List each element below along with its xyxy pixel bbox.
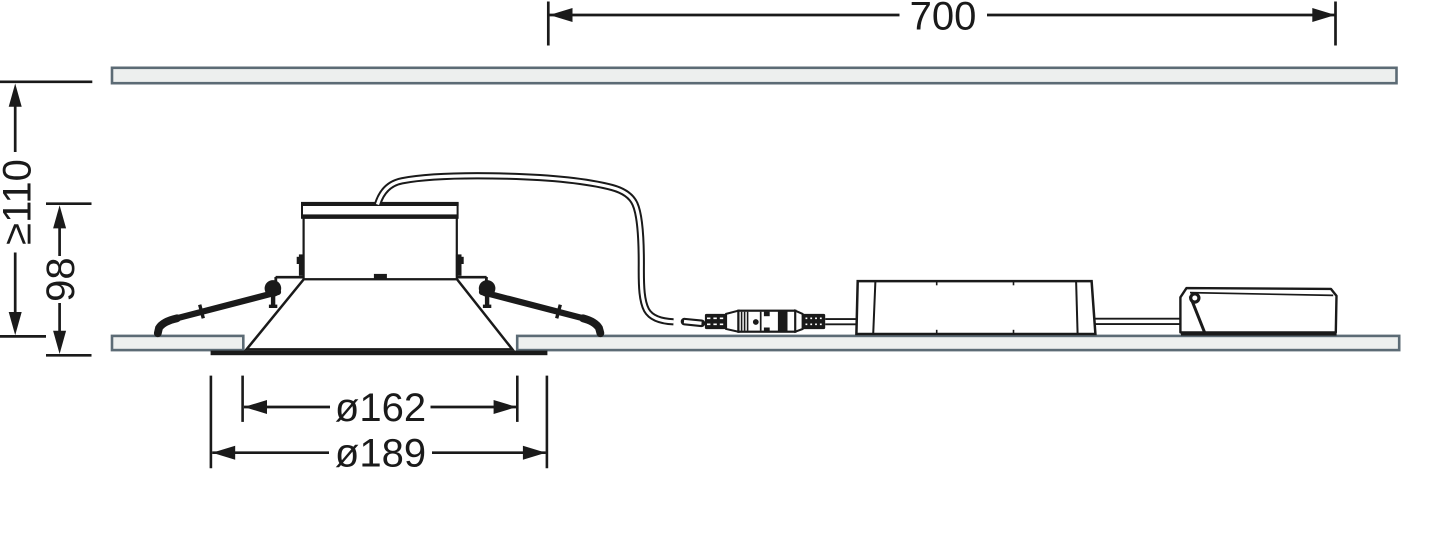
- plug-connector: [704, 309, 826, 334]
- mains-connection-box: [1179, 286, 1338, 336]
- recessed-downlight: [210, 201, 548, 356]
- connector-flare-right: [794, 309, 804, 334]
- arrowhead-left-icon: [212, 445, 236, 460]
- dimension-cutout-diameter: ø162: [241, 375, 519, 430]
- mains-wires: [1095, 317, 1181, 326]
- dimension-fixture-height: 98: [39, 202, 92, 357]
- spring-clip-right: [478, 277, 605, 338]
- clip-arm-stop: [555, 304, 562, 319]
- dimension-cable-run: 700: [546, 0, 1337, 46]
- clip-arm-stop: [198, 304, 205, 319]
- clip-pin-foot: [268, 304, 278, 308]
- cone-latch-notch: [373, 273, 387, 280]
- driver-housing: [855, 279, 1097, 336]
- dimension-label-700: 700: [910, 0, 977, 39]
- trim-ring: [210, 350, 548, 356]
- arrowhead-left-icon: [549, 8, 573, 22]
- arrowhead-down-icon: [8, 312, 22, 336]
- arrowhead-up-icon: [8, 83, 22, 107]
- spring-clip-left: [153, 277, 282, 338]
- cable-core: [375, 174, 674, 324]
- connector-latch-top: [763, 311, 770, 317]
- connector-gland-right: [802, 313, 826, 330]
- dimension-label-110: ≥110: [0, 159, 39, 245]
- fixture-body: [302, 216, 458, 281]
- clip-pin: [484, 295, 490, 307]
- clip-pin: [270, 295, 276, 307]
- dimension-label-189: ø189: [335, 432, 426, 476]
- terminal-box-screw-hole: [1192, 295, 1198, 301]
- clip-rod-left-nub: [296, 256, 300, 264]
- led-driver: [855, 279, 1097, 336]
- dimension-label-162: ø162: [335, 386, 426, 430]
- connector-latch-dot: [752, 319, 759, 325]
- connector-flare-left: [725, 309, 740, 333]
- lower-ceiling-panel: [110, 334, 1401, 352]
- arrowhead-right-icon: [493, 400, 517, 414]
- arrowhead-right-icon: [522, 445, 546, 460]
- fixture-cap-bottom-bar: [302, 214, 458, 218]
- terminal-box-base: [1180, 331, 1337, 336]
- driver-endcap-left-seam: [872, 281, 877, 335]
- arrowhead-down-icon: [53, 330, 67, 354]
- lower-ceiling-panel-left: [110, 334, 245, 352]
- arrowhead-up-icon: [53, 205, 67, 229]
- connector-gland-left: [704, 313, 727, 330]
- connector-latch-bottom: [763, 327, 770, 333]
- dimension-recess-depth: ≥110: [0, 80, 93, 338]
- dimension-label-98: 98: [39, 257, 83, 302]
- connecting-cable: [374, 172, 706, 328]
- clip-pin-foot: [482, 304, 492, 308]
- clip-spring-arm: [171, 288, 282, 322]
- clip-rod-right-nub: [460, 256, 464, 264]
- terminal-box-lid-seam: [1189, 291, 1334, 297]
- driver-endcap-right-seam: [1075, 281, 1079, 335]
- reflector-cone: [243, 277, 515, 351]
- driver-input-wires: [825, 318, 857, 326]
- upper-ceiling-panel: [110, 66, 1398, 85]
- arrowhead-right-icon: [1312, 8, 1336, 22]
- clip-rod-left: [298, 254, 305, 276]
- cable-stub-core: [683, 319, 702, 325]
- clip-spring-arm: [478, 288, 589, 322]
- clip-foot: [153, 314, 181, 338]
- clip-foot: [579, 314, 605, 338]
- dimension-trim-diameter: ø189: [209, 375, 549, 476]
- lower-ceiling-panel-right: [515, 334, 1401, 352]
- connector-band: [777, 310, 788, 332]
- clip-rod-right: [455, 254, 462, 276]
- arrowhead-left-icon: [244, 400, 267, 414]
- upper-ceiling-panel-slab: [110, 66, 1398, 85]
